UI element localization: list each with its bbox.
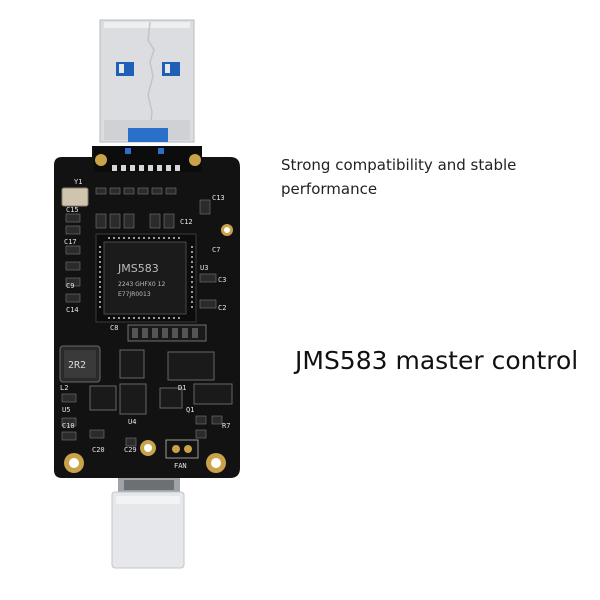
silk-c3: C3 [218, 276, 226, 284]
silk-c8: C8 [110, 324, 118, 332]
silk-u5: U5 [62, 406, 70, 414]
silk-c12: C12 [180, 218, 193, 226]
silk-u3: U3 [200, 264, 208, 272]
pcb-board [54, 146, 240, 478]
silk-d1: D1 [178, 384, 186, 392]
silk-y1: Y1 [74, 178, 82, 186]
chip-marking-line-1: JMS583 [117, 262, 159, 275]
chip-marking-line-2: 2243 GHFX0 12 [118, 281, 165, 288]
silk-c20: C20 [92, 446, 105, 454]
silk-r7: R7 [222, 422, 230, 430]
controller-caption: JMS583 master control [295, 346, 579, 375]
usb-c-connector [111, 478, 185, 569]
chip-marking: JMS583 2243 GHFX0 12 E77JR0013 [117, 262, 165, 298]
silk-c9: C9 [66, 282, 74, 290]
silk-c7: C7 [212, 246, 220, 254]
silk-fan: FAN [174, 462, 187, 470]
usb-a-connector [99, 19, 195, 143]
silk-u4: U4 [128, 418, 136, 426]
silk-c15: C15 [66, 206, 79, 214]
silk-c14: C14 [66, 306, 79, 314]
silk-l2: L2 [60, 384, 68, 392]
chip-marking-line-3: E77JR0013 [118, 291, 151, 298]
silk-c10: C10 [62, 422, 75, 430]
silkscreen-labels: Y1 C15 C17 C12 C13 C7 U3 C3 C2 C9 C14 C8… [60, 178, 230, 470]
feature-caption: Strong compatibility and stable performa… [281, 156, 517, 198]
silk-c17: C17 [64, 238, 77, 246]
silk-c29: C29 [124, 446, 137, 454]
silk-c2: C2 [218, 304, 226, 312]
silk-c13: C13 [212, 194, 225, 202]
inductor-marking: 2R2 [68, 360, 86, 371]
silk-q1: Q1 [186, 406, 194, 414]
